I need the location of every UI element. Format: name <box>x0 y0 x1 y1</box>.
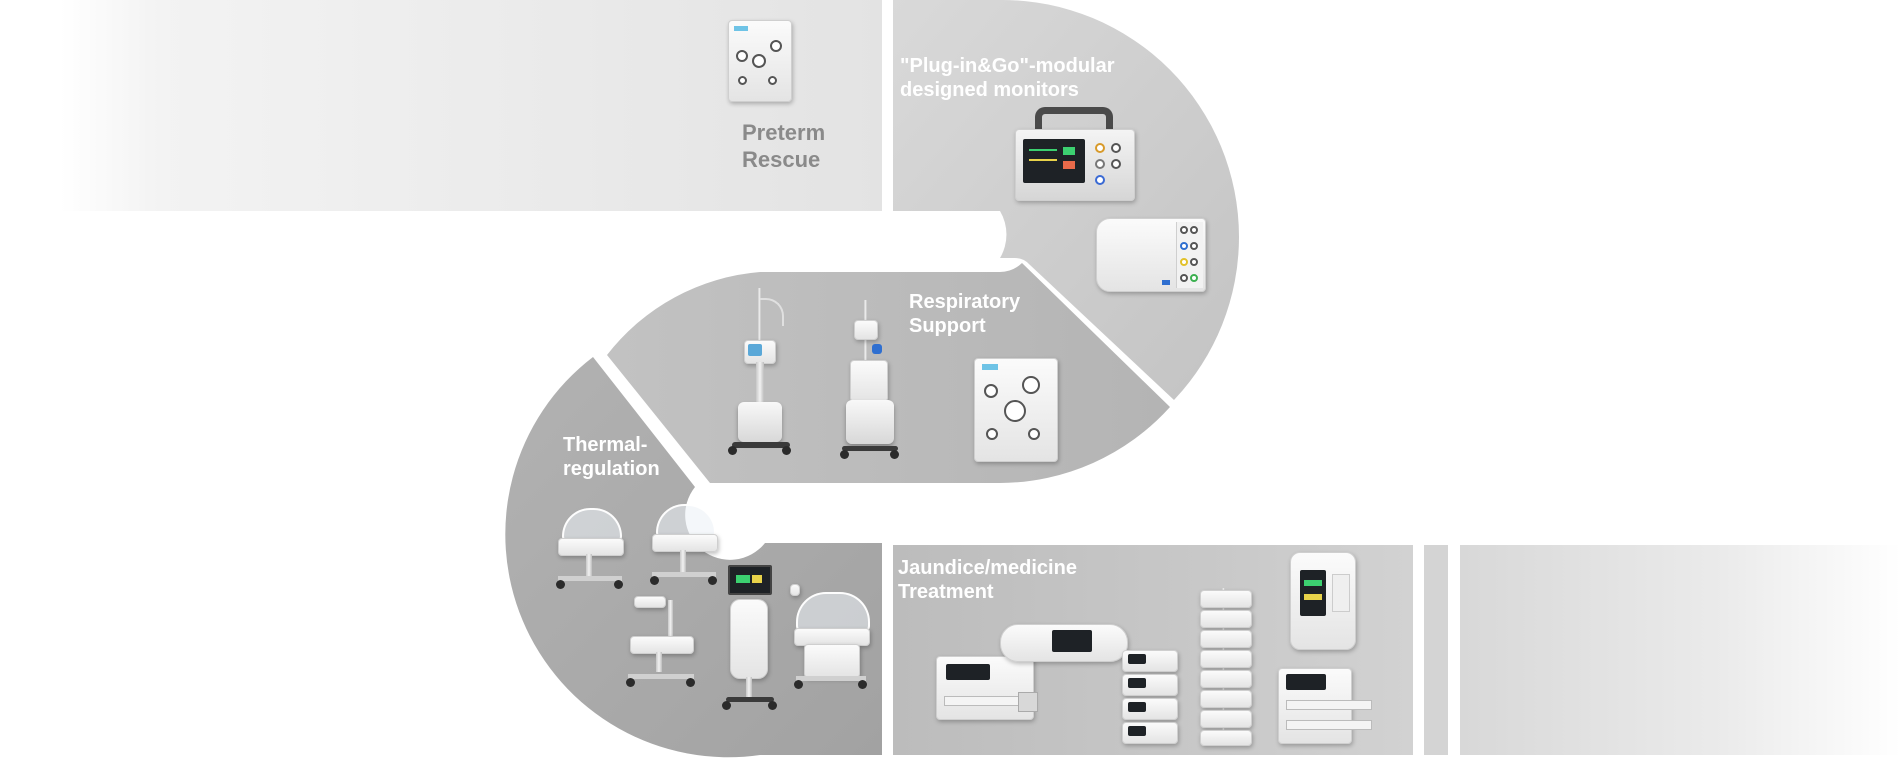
radiant-warmer <box>624 596 698 694</box>
infusion-pump <box>1286 552 1358 652</box>
closed-incubator <box>790 584 872 700</box>
transport-incubator <box>648 498 720 590</box>
syringe-pump <box>936 656 1040 736</box>
dual-syringe-pump <box>1278 668 1378 748</box>
pump-stack-small <box>1122 650 1182 746</box>
label-preterm-line1: Preterm <box>742 120 826 145</box>
label-monitors-line1: "Plug-in&Go"-modular <box>900 55 1115 77</box>
label-thermal: Thermal- regulation <box>563 433 660 482</box>
label-respiratory: Respiratory Support <box>909 290 1020 339</box>
label-jaundice-line1: Jaundice/medicine <box>898 557 1077 579</box>
band-strip <box>1424 545 1448 755</box>
resuscitator-unit <box>974 358 1058 462</box>
cpap-cart <box>840 300 900 466</box>
transport-monitor <box>1015 107 1135 203</box>
phototherapy-cart <box>722 565 782 725</box>
incubator <box>554 504 626 592</box>
label-jaundice-line2: Treatment <box>898 581 994 604</box>
modular-monitor <box>1096 218 1208 294</box>
label-preterm-rescue: Preterm Rescue <box>742 120 825 174</box>
label-thermal-line1: Thermal- <box>563 434 648 456</box>
label-preterm-line2: Rescue <box>742 146 821 172</box>
label-respiratory-line1: Respiratory <box>909 291 1021 313</box>
label-jaundice: Jaundice/medicine Treatment <box>898 556 1077 605</box>
pump-stack-tall <box>1196 588 1258 748</box>
label-respiratory-line2: Support <box>909 315 986 338</box>
label-monitors-line2: designed monitors <box>900 79 1079 102</box>
band-fade-right <box>1460 545 1901 755</box>
band-thermal <box>505 357 882 758</box>
preterm-resuscitator-unit <box>728 20 792 102</box>
label-monitors: "Plug-in&Go"-modular designed monitors <box>900 54 1115 103</box>
ventilator-cart <box>726 288 794 468</box>
label-thermal-line2: regulation <box>563 458 660 481</box>
phototherapy-pad <box>1000 618 1132 666</box>
